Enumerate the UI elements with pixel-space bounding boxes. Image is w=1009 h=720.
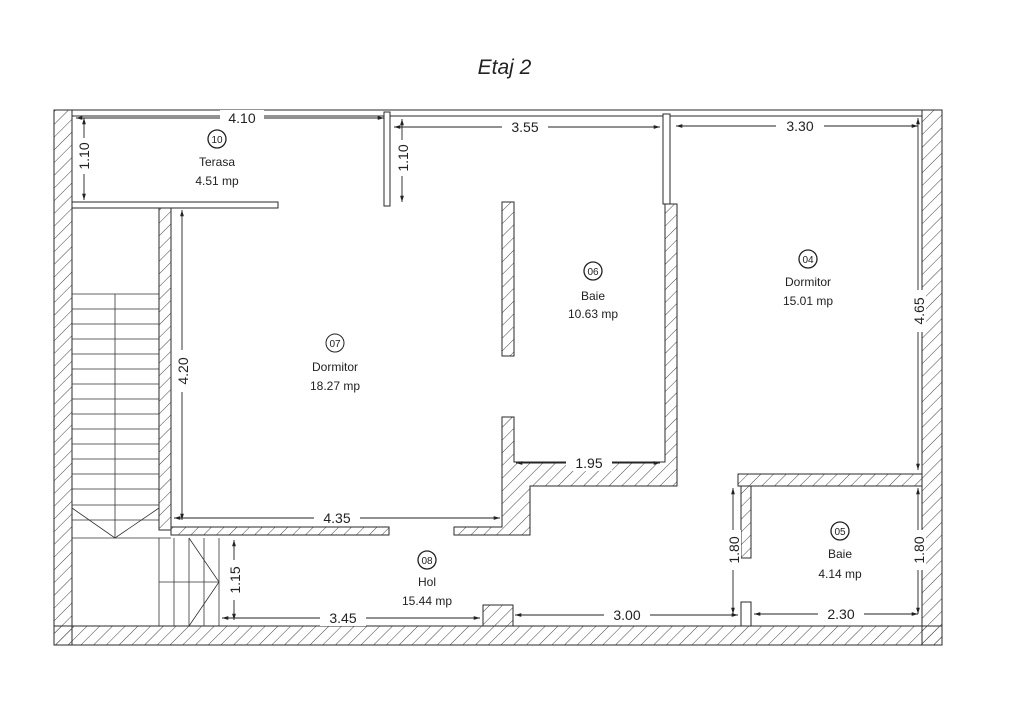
dimension-lines: [76, 116, 920, 620]
dim-baie05-left: 1.80: [726, 536, 742, 563]
room-name: Dormitor: [785, 275, 831, 289]
terasa-rail: [71, 201, 279, 209]
wall-baie06-upper: [501, 201, 515, 357]
plan-title: Etaj 2: [477, 56, 532, 79]
wall-bottom: [53, 625, 943, 646]
wall-baie05-top: [737, 473, 923, 487]
room-name: Baie: [828, 547, 852, 561]
room-area: 10.63 mp: [568, 307, 618, 321]
dim-hol-width-left: 3.45: [329, 610, 356, 626]
room-name: Dormitor: [312, 360, 358, 374]
dim-dorm04-width: 3.30: [786, 118, 813, 134]
partition-baie06: [662, 113, 671, 205]
room-area: 15.44 mp: [402, 594, 452, 608]
wall-stair: [158, 207, 172, 531]
room-number: 08: [421, 556, 433, 567]
room-terasa: 10 Terasa 4.51 mp: [195, 129, 239, 188]
dim-dorm04-depth: 4.65: [911, 297, 927, 324]
room-name: Baie: [581, 289, 605, 303]
room-number: 10: [211, 135, 223, 146]
staircase: [71, 293, 220, 627]
dim-dorm07-depth: 4.20: [175, 357, 191, 384]
room-area: 18.27 mp: [310, 379, 360, 393]
room-number: 07: [329, 339, 341, 350]
dim-terasa-depth: 1.10: [76, 142, 92, 169]
wall-hol-top: [170, 526, 390, 536]
room-dormitor-07: 07 Dormitor 18.27 mp: [310, 333, 360, 393]
room-hol-08: 08 Hol 15.44 mp: [402, 550, 452, 608]
top-rail: [71, 109, 923, 117]
room-number: 05: [834, 527, 846, 538]
door-jamb-hol: [482, 604, 514, 627]
partition-terasa: [383, 111, 391, 207]
dim-baie06-top: 3.55: [511, 119, 538, 135]
room-number: 04: [802, 255, 814, 266]
walls: [53, 109, 943, 646]
dim-dorm07-width: 4.35: [323, 510, 350, 526]
wall-baie06-lower: [453, 203, 678, 536]
room-area: 4.14 mp: [818, 567, 862, 581]
room-dormitor-04: 04 Dormitor 15.01 mp: [783, 249, 833, 308]
dim-baie05-right: 1.80: [911, 536, 927, 563]
room-labels: 10 Terasa 4.51 mp 07 Dormitor 18.27 mp 0…: [195, 129, 862, 608]
wall-right: [921, 109, 943, 646]
door-jamb-baie05: [740, 601, 752, 627]
wall-left: [53, 109, 73, 646]
dim-hol-width-right: 3.00: [613, 607, 640, 623]
wall-baie05-left: [740, 485, 752, 559]
room-baie-05: 05 Baie 4.14 mp: [818, 521, 862, 581]
dim-terasa-width: 4.10: [228, 110, 255, 126]
dim-baie06-bottom: 1.95: [575, 455, 602, 471]
room-name: Hol: [418, 575, 436, 589]
dim-baie05-width: 2.30: [827, 606, 854, 622]
dimension-labels: 4.10 1.10 3.55 1.10 3.30 4.65 4.20 4.35 …: [76, 110, 927, 626]
dim-baie06-depth: 1.10: [395, 144, 411, 171]
room-area: 15.01 mp: [783, 294, 833, 308]
room-number: 06: [587, 267, 599, 278]
dim-hol-depth: 1.15: [227, 566, 243, 593]
room-area: 4.51 mp: [195, 174, 239, 188]
room-name: Terasa: [199, 155, 235, 169]
room-baie-06: 06 Baie 10.63 mp: [568, 261, 618, 321]
